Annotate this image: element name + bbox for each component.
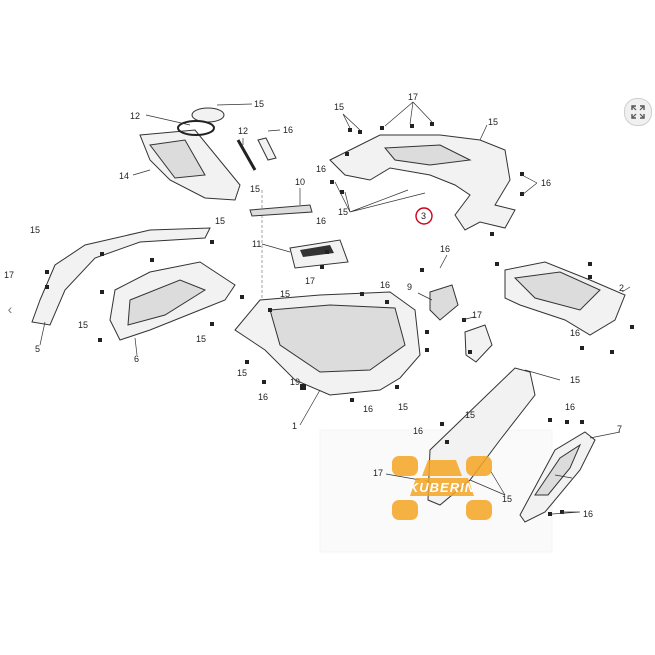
- callout-16-f: 16: [565, 402, 575, 412]
- callout-15-b: 15: [488, 117, 498, 127]
- callout-3: 3: [421, 211, 426, 221]
- callout-16-h: 16: [413, 426, 423, 436]
- callout-17-b: 17: [4, 270, 14, 280]
- part-12-strip: [236, 139, 257, 171]
- part-14-ring: [191, 107, 225, 123]
- part-6: [109, 261, 236, 341]
- callout-16-j: 16: [363, 404, 373, 414]
- callout-15-l: 15: [237, 368, 247, 378]
- callout-19: 19: [290, 377, 300, 387]
- callout-15-d: 15: [250, 184, 260, 194]
- callout-13: 14: [119, 171, 129, 181]
- callout-15-m: 15: [398, 402, 408, 412]
- leader-lines: [39, 101, 631, 515]
- part-bracket-small: [464, 324, 493, 363]
- part-7: [519, 431, 596, 523]
- callout-12-b: 12: [238, 126, 248, 136]
- callout-9: 9: [407, 282, 412, 292]
- callout-15-j: 15: [196, 334, 206, 344]
- callout-16-e: 16: [570, 328, 580, 338]
- callout-15-k: 15: [78, 320, 88, 330]
- watermark-brand-text: KUBERIN: [409, 480, 475, 495]
- chevron-left-icon: ‹: [7, 301, 13, 317]
- part-2: [504, 261, 626, 336]
- callout-16-top: 17: [408, 92, 418, 102]
- callout-16-i: 16: [258, 392, 268, 402]
- callout-15-e: 15: [215, 216, 225, 226]
- callout-16-c: 16: [316, 216, 326, 226]
- callout-14: 15: [254, 99, 264, 109]
- previous-image-button[interactable]: ‹: [3, 300, 17, 318]
- callout-numbers: 15 16 12 12 14 10 11 3 2 9 1 5 6 7 19 17…: [4, 92, 624, 519]
- kuberin-watermark-logo: KUBERIN: [392, 456, 492, 520]
- callout-2: 2: [619, 283, 624, 293]
- fastener-clips: [45, 122, 634, 516]
- zoom-expand-icon: [631, 105, 645, 119]
- part-5: [31, 227, 211, 326]
- callout-16-g: 16: [583, 509, 593, 519]
- callout-17-a: 17: [305, 276, 315, 286]
- callout-15-f: 15: [30, 225, 40, 235]
- callout-15-n: 15: [280, 289, 290, 299]
- callout-15-g: 15: [570, 375, 580, 385]
- callout-11: 11: [252, 239, 261, 249]
- callout-17-d: 17: [373, 468, 383, 478]
- callout-16-a: 16: [316, 164, 326, 174]
- callout-1: 1: [292, 421, 297, 431]
- highlight-circle: [415, 207, 433, 225]
- callout-10: 10: [295, 177, 305, 187]
- callout-15-h: 15: [465, 410, 475, 420]
- callout-16-k: 16: [380, 280, 390, 290]
- part-10: [249, 204, 313, 217]
- zoom-button[interactable]: [624, 98, 652, 126]
- callout-15-c: 15: [338, 207, 348, 217]
- part-9: [429, 284, 459, 321]
- callout-6: 6: [134, 354, 139, 364]
- part-3: [329, 134, 516, 231]
- callout-16-b: 16: [541, 178, 551, 188]
- part-1: [234, 291, 421, 396]
- callout-14-b: 16: [283, 125, 293, 135]
- callout-15: 15: [334, 102, 344, 112]
- part-12-ring: [177, 120, 215, 136]
- callout-15-i: 15: [502, 494, 512, 504]
- part-14-bracket: [257, 137, 277, 161]
- callout-5: 5: [35, 344, 40, 354]
- callout-12: 12: [130, 111, 140, 121]
- callout-16-d: 16: [440, 244, 450, 254]
- callout-7: 7: [617, 424, 622, 434]
- callout-17-c: 17: [472, 310, 482, 320]
- part-13: [139, 129, 241, 201]
